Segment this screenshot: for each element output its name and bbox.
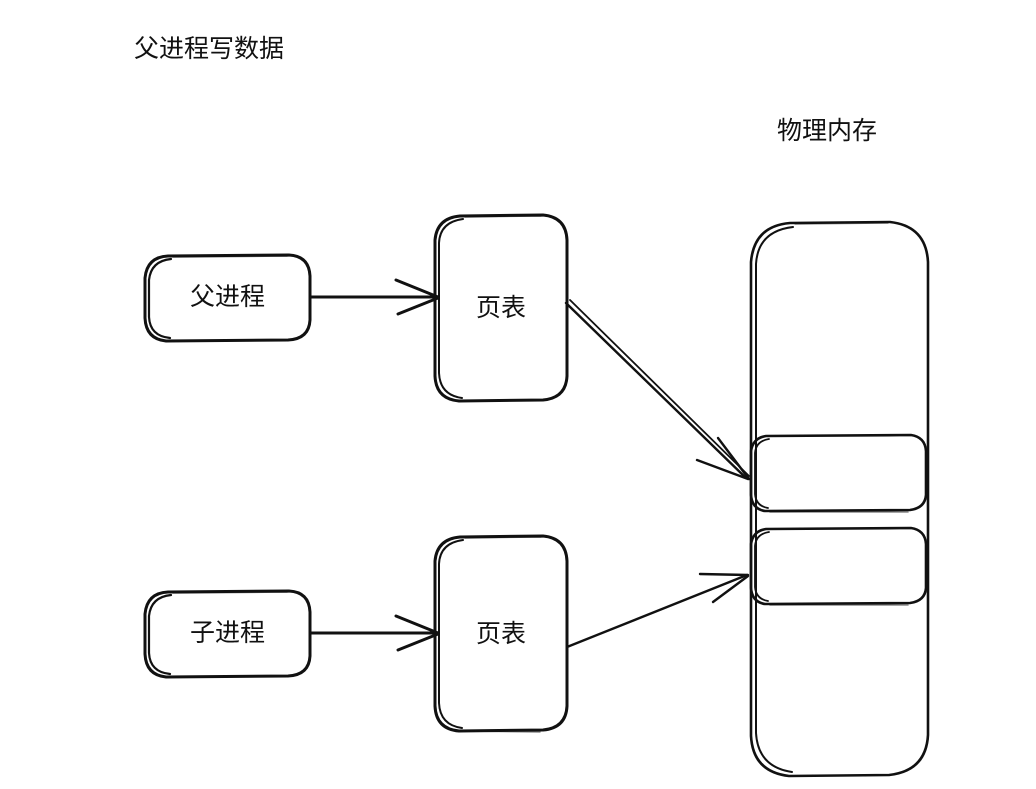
arrow-parent-to-page-table	[309, 278, 440, 316]
memory-block-top[interactable]	[749, 433, 928, 513]
arrow-child-to-page-table	[309, 614, 440, 652]
child-process-box[interactable]	[143, 589, 312, 679]
arrow-page-table-bottom-to-memory	[565, 572, 750, 649]
page-title: 父进程写数据	[134, 34, 285, 63]
page-table-bottom-label: 页表	[475, 619, 526, 648]
memory-block-bottom[interactable]	[749, 526, 928, 606]
physical-memory-box[interactable]	[749, 220, 930, 778]
physical-memory-title: 物理内存	[777, 116, 878, 145]
page-table-top-label: 页表	[475, 293, 526, 322]
parent-process-box[interactable]	[143, 253, 312, 343]
parent-process-label: 父进程	[189, 282, 265, 311]
page-table-top-box[interactable]	[433, 213, 569, 403]
arrow-page-table-top-to-memory	[564, 299, 751, 481]
child-process-label: 子进程	[189, 618, 265, 647]
